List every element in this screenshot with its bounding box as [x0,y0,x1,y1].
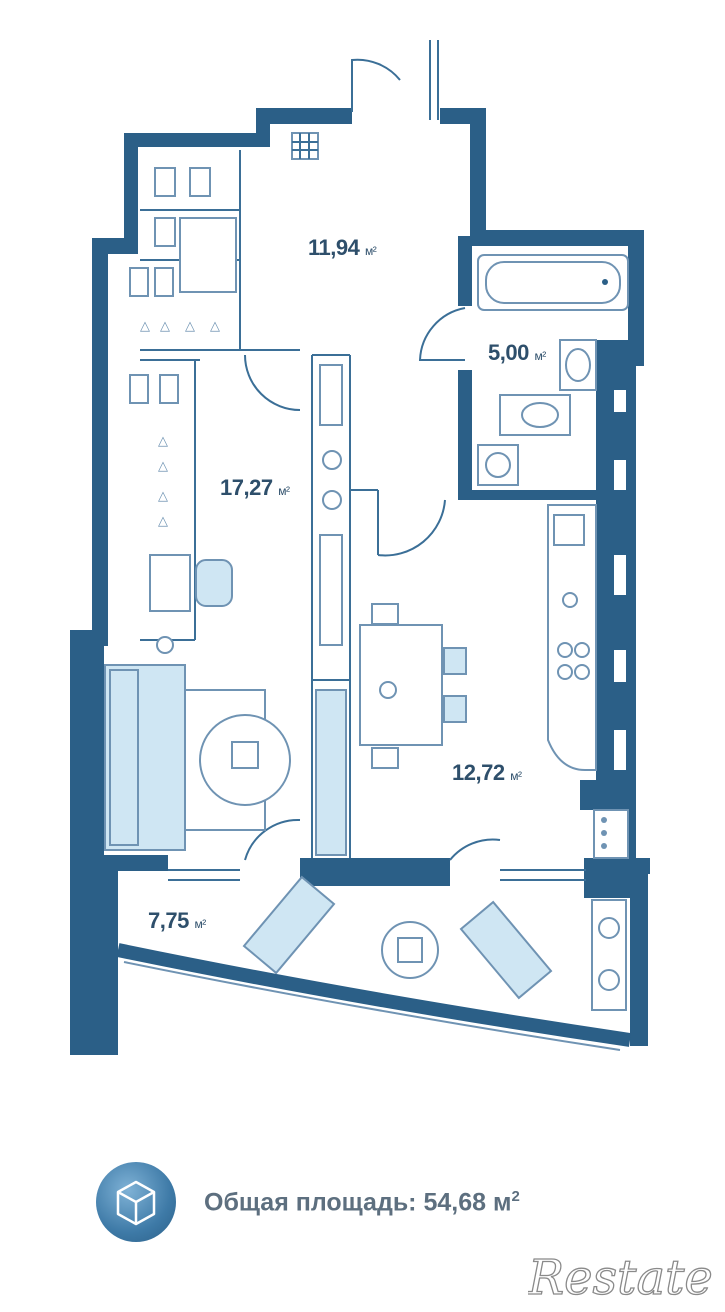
outer-walls [70,108,650,1055]
room-area-balcony: 7,75 м² [148,908,206,933]
svg-text:△: △ [158,489,168,504]
svg-text:Restate: Restate [528,1250,713,1306]
svg-text:△: △ [160,319,170,334]
total-area-legend: Общая площадь: 54,68 м2 [96,1162,656,1242]
svg-text:△: △ [158,514,168,529]
floor-plan: △ △ △ △ △ △ △ △ [70,40,650,1055]
room-area-bathroom: 5,00 м² [488,340,546,365]
room-area-kitchen: 12,72 м² [452,760,522,785]
ventilation-grid-icon [291,132,319,160]
svg-text:△: △ [158,434,168,449]
restate-watermark: Restate [528,1249,713,1306]
round-table [199,714,291,806]
balcony-furniture [242,875,627,1011]
room-area-living: 17,27 м² [220,475,290,500]
svg-text:△: △ [140,319,150,334]
cube-3d-icon[interactable] [96,1162,176,1242]
balcony-edge [116,943,632,1047]
svg-text:△: △ [185,319,195,334]
total-area-label: Общая площадь: [204,1188,417,1217]
total-area-text: Общая площадь: 54,68 м2 [204,1188,520,1217]
kitchen-counter [547,504,597,771]
total-area-unit: м [492,1188,512,1217]
bathroom-fixtures [477,254,629,486]
windows [110,390,626,770]
wardrobe: △ △ △ △ △ △ △ △ [129,167,237,529]
appliance-panel [593,809,629,859]
total-area-unit-sup: 2 [511,1188,520,1205]
dining-table [359,603,467,769]
sofa [104,664,266,851]
storage-column [315,364,347,856]
svg-text:△: △ [158,459,168,474]
desk-with-chair [149,554,233,654]
room-area-hall: 11,94 м² [308,235,377,260]
svg-text:△: △ [210,319,220,334]
total-area-value: 54,68 [423,1188,487,1217]
